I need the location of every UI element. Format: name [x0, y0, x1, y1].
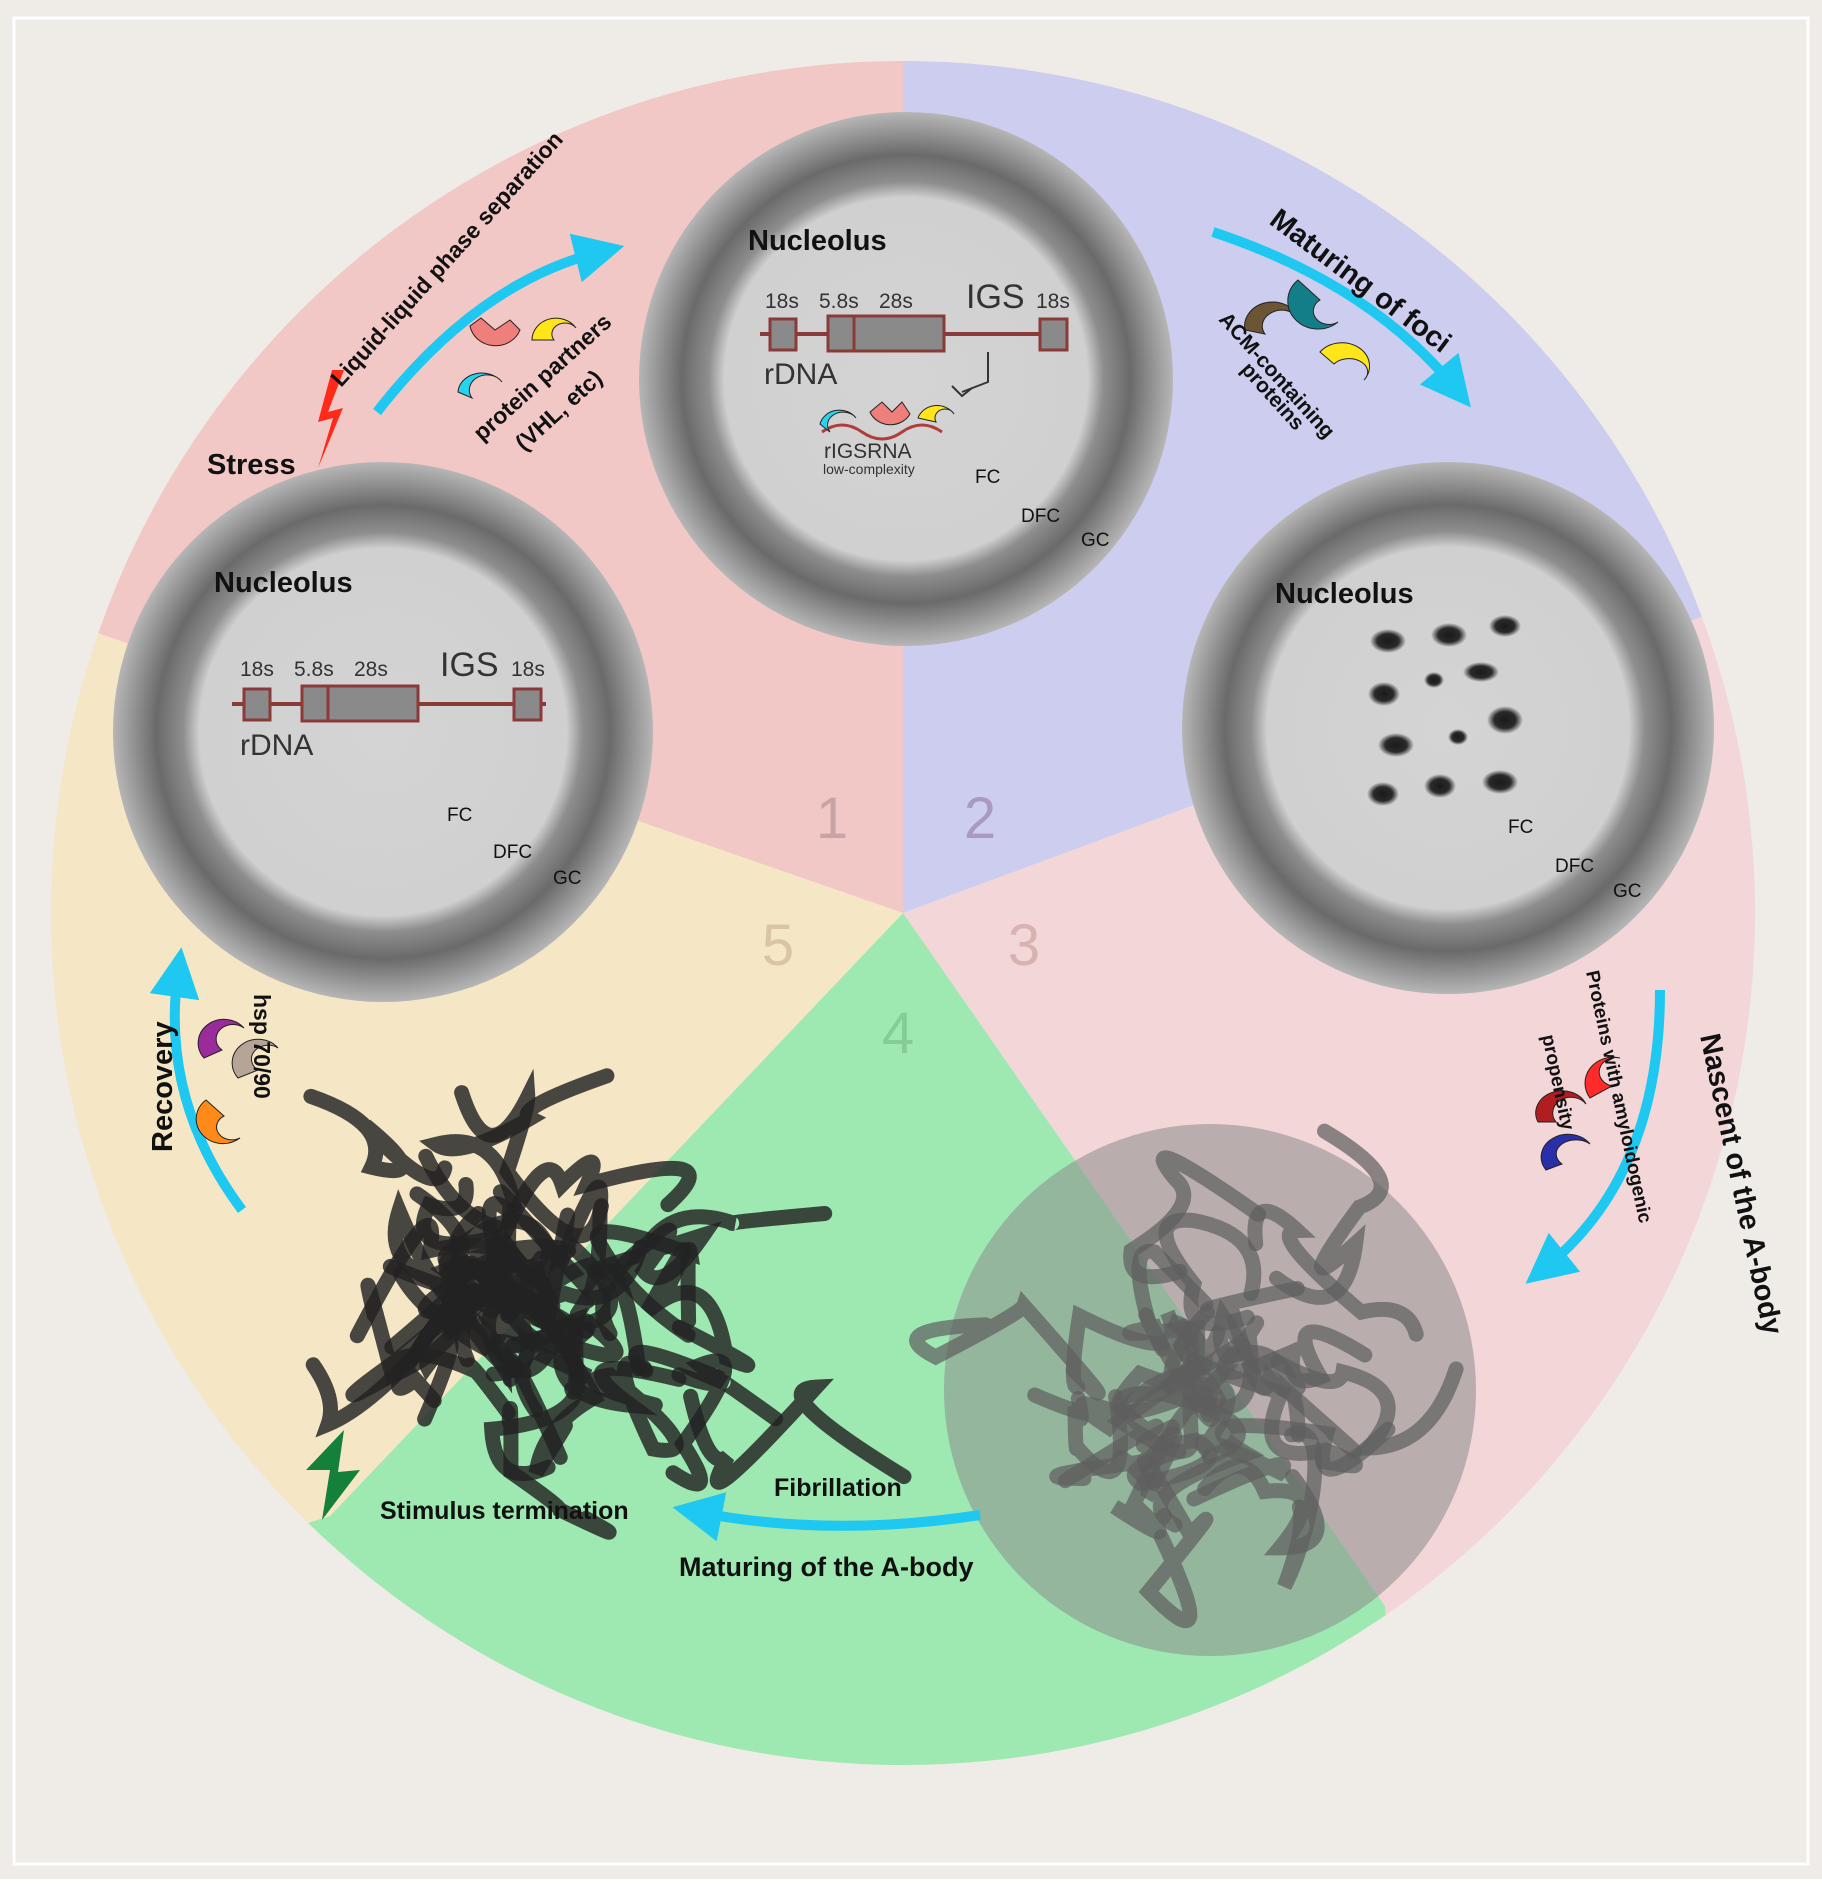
nucleolar-focus [1424, 672, 1444, 688]
nucleolar-focus [1431, 623, 1467, 647]
label-hsp: hsp 70/90 [249, 994, 275, 1099]
gene-18s-a-left: 18s [240, 658, 274, 681]
nucleolar-foci [1367, 615, 1523, 806]
zone-dfc-left: DFC [493, 842, 532, 863]
rna-label: rIGSRNA [824, 440, 912, 463]
rdna-label: rDNA [764, 358, 837, 391]
sector-number-1: 1 [816, 786, 848, 851]
gene-5-8s: 5.8s [819, 290, 859, 313]
zone-fc-top: FC [975, 467, 1000, 488]
fibril [587, 1355, 684, 1458]
gene-5-8s-left: 5.8s [294, 658, 334, 681]
lightning-icon-red [318, 370, 344, 468]
label-maturing-abody: Maturing of the A-body [679, 1552, 973, 1582]
nucleolus-left: Nucleolus 18s 5.8s 28s IGS 18s rDNA FC D… [113, 462, 653, 1002]
zone-gc-left: GC [553, 868, 582, 889]
sector-number-2: 2 [964, 786, 996, 851]
fibril [1186, 1377, 1292, 1507]
fibril [1212, 1298, 1306, 1443]
fibril [1127, 1419, 1218, 1492]
zone-gc-right: GC [1613, 881, 1642, 902]
zone-gc-top: GC [1081, 530, 1110, 551]
fibril [1122, 1307, 1206, 1378]
rigs-rna-strand [821, 423, 943, 441]
nucleolus-right: Nucleolus FC DFC GC [1182, 462, 1714, 994]
arrow-maturing-foci [1211, 227, 1471, 408]
fibril [419, 1068, 615, 1214]
arrow-fibrillation [672, 1492, 981, 1542]
nucleolar-focus [1370, 629, 1406, 653]
nucleolar-focus [1463, 662, 1499, 682]
mature-a-body [303, 1068, 912, 1540]
arrow-llps [373, 233, 625, 416]
fibril [417, 1251, 536, 1382]
fibril [501, 1401, 617, 1540]
fibril [1197, 1459, 1325, 1556]
fibril [482, 1154, 697, 1275]
nucleolar-focus [1448, 729, 1468, 745]
fibril [641, 1242, 756, 1373]
nascent-a-body [909, 1123, 1476, 1656]
nucleolus-top-title: Nucleolus [748, 225, 887, 257]
fibril [416, 1177, 551, 1292]
rdna-gene-map-left [232, 684, 546, 723]
nucleolar-focus [1489, 615, 1521, 637]
gene-18s-b: 18s [1036, 290, 1070, 313]
zone-dfc-top: DFC [1021, 506, 1060, 527]
zone-fc-left: FC [447, 805, 472, 826]
fibril [683, 1378, 912, 1490]
protein-icon-hsp [195, 1018, 279, 1145]
nucleolar-focus [1487, 706, 1523, 734]
lightning-icon-green [306, 1430, 360, 1520]
fibril [493, 1184, 647, 1377]
zone-dfc-right: DFC [1555, 856, 1594, 877]
nucleolus-right-title: Nucleolus [1275, 578, 1414, 610]
fibril [1110, 1394, 1216, 1540]
protein-icon-amyloid [1535, 1056, 1621, 1171]
fibril [303, 1088, 453, 1187]
label-recovery: Recovery [147, 1021, 179, 1152]
label-stress: Stress [207, 449, 296, 481]
rdna-gene-map [760, 314, 1069, 353]
nucleolus-top: Nucleolus 18s 5.8s 28s IGS 18s rDNA rIGS… [639, 112, 1173, 646]
arrow-recovery [149, 947, 247, 1213]
gene-28s: 28s [879, 290, 913, 313]
zone-fc-right: FC [1508, 817, 1533, 838]
fibril [1027, 1366, 1201, 1438]
nucleolar-focus [1378, 733, 1414, 757]
nucleolar-focus [1367, 782, 1399, 806]
sector-number-5: 5 [762, 913, 794, 978]
fibril [1270, 1354, 1464, 1456]
nucleolar-focus [1368, 682, 1400, 706]
gene-igs-left: IGS [440, 646, 499, 684]
frame [12, 16, 1810, 1866]
protein-icon [819, 401, 955, 433]
fibril [909, 1290, 1106, 1401]
gene-18s-a: 18s [765, 290, 799, 313]
rdna-label-left: rDNA [240, 729, 313, 762]
rna-sublabel: low-complexity [823, 461, 915, 477]
gene-28s-left: 28s [354, 658, 388, 681]
protein-icon-partners [457, 317, 577, 400]
fibril [382, 1239, 567, 1327]
label-fibrillation: Fibrillation [774, 1474, 902, 1502]
arrow-nascent [1525, 989, 1665, 1284]
nucleolar-focus [1424, 774, 1456, 798]
gene-igs: IGS [966, 278, 1025, 316]
fibril [360, 1277, 516, 1421]
nucleolar-focus [1482, 770, 1518, 794]
nucleolus-left-title: Nucleolus [214, 567, 353, 599]
fibril [1123, 1150, 1266, 1285]
label-stimulus: Stimulus termination [380, 1497, 629, 1525]
protein-icon-acm [1244, 279, 1371, 381]
sector-number-3: 3 [1008, 913, 1040, 978]
gene-18s-b-left: 18s [511, 658, 545, 681]
sector-number-4: 4 [882, 1001, 914, 1066]
